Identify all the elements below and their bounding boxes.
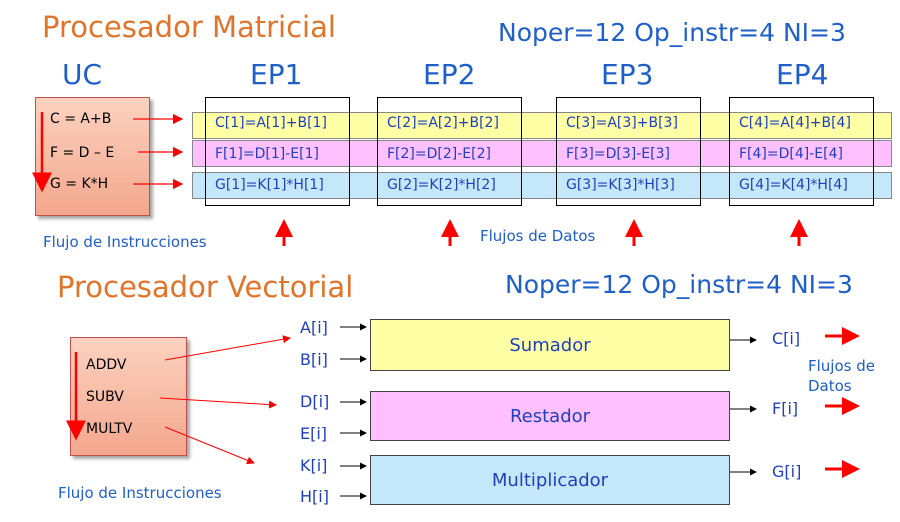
vector-instruction: ADDV [86, 357, 127, 373]
multiplicador-label: Multiplicador [491, 469, 609, 491]
vector-instruction: MULTV [86, 421, 133, 437]
cell-mul-ep2: G[2]=K[2]*H[2] [387, 177, 496, 193]
cell-mul-ep3: G[3]=K[3]*H[3] [566, 177, 675, 193]
output-f: F[i] [772, 399, 799, 418]
ep3-label: EP3 [601, 58, 654, 91]
stripe-mul [192, 172, 892, 199]
uc-box [35, 97, 150, 216]
input-d: D[i] [300, 392, 330, 411]
uc-instruction: C = A+B [50, 111, 112, 127]
cell-sub-ep2: F[2]=D[2]-E[2] [387, 146, 491, 162]
vector-instr-flow-label: Flujo de Instrucciones [58, 484, 222, 502]
restador-label: Restador [509, 405, 591, 427]
uc-label: UC [62, 58, 103, 91]
cell-sub-ep4: F[4]=D[4]-E[4] [739, 146, 843, 162]
vector-uc-box [70, 337, 187, 456]
input-b: B[i] [300, 350, 328, 369]
output-c: C[i] [772, 329, 801, 348]
stripe-sub [192, 140, 892, 167]
sumador-label: Sumador [509, 334, 591, 356]
vector-title: Procesador Vectorial [57, 270, 354, 304]
matrix-params: Noper=12 Op_instr=4 NI=3 [498, 18, 846, 47]
restador-unit: Restador [370, 391, 730, 441]
cell-add-ep4: C[4]=A[4]+B[4] [739, 115, 851, 131]
vector-params: Noper=12 Op_instr=4 NI=3 [505, 270, 853, 299]
cell-mul-ep1: G[1]=K[1]*H[1] [215, 177, 324, 193]
ep1-frame [205, 97, 350, 206]
cell-add-ep3: C[3]=A[3]+B[3] [566, 115, 678, 131]
cell-sub-ep3: F[3]=D[3]-E[3] [566, 146, 670, 162]
input-a: A[i] [300, 318, 328, 337]
ep4-label: EP4 [776, 58, 829, 91]
cell-mul-ep4: G[4]=K[4]*H[4] [739, 177, 848, 193]
input-e: E[i] [300, 424, 328, 443]
matrix-data-flow-label: Flujos de Datos [480, 227, 596, 245]
vector-arrow-multv [164, 426, 255, 465]
matrix-instr-flow-label: Flujo de Instrucciones [43, 233, 207, 251]
multiplicador-unit: Multiplicador [370, 455, 730, 505]
vector-arrow-subv [159, 397, 277, 409]
output-g: G[i] [772, 462, 802, 481]
vector-instruction: SUBV [86, 389, 124, 405]
input-h: H[i] [300, 487, 329, 506]
cell-sub-ep1: F[1]=D[1]-E[1] [215, 146, 319, 162]
vector-arrow-addv [164, 335, 291, 361]
ep2-label: EP2 [423, 58, 476, 91]
ep3-frame [556, 97, 701, 206]
matrix-title: Procesador Matricial [42, 10, 336, 44]
cell-add-ep1: C[1]=A[1]+B[1] [215, 115, 327, 131]
uc-instruction: F = D – E [50, 145, 115, 161]
stripe-add [192, 112, 892, 139]
ep1-label: EP1 [250, 58, 303, 91]
ep2-frame [377, 97, 522, 206]
vector-data-flow-label: Flujos de Datos [808, 357, 875, 395]
ep4-frame [729, 97, 874, 206]
cell-add-ep2: C[2]=A[2]+B[2] [387, 115, 499, 131]
sumador-unit: Sumador [370, 319, 730, 371]
input-k: K[i] [300, 456, 328, 475]
uc-instruction: G = K*H [50, 176, 109, 192]
